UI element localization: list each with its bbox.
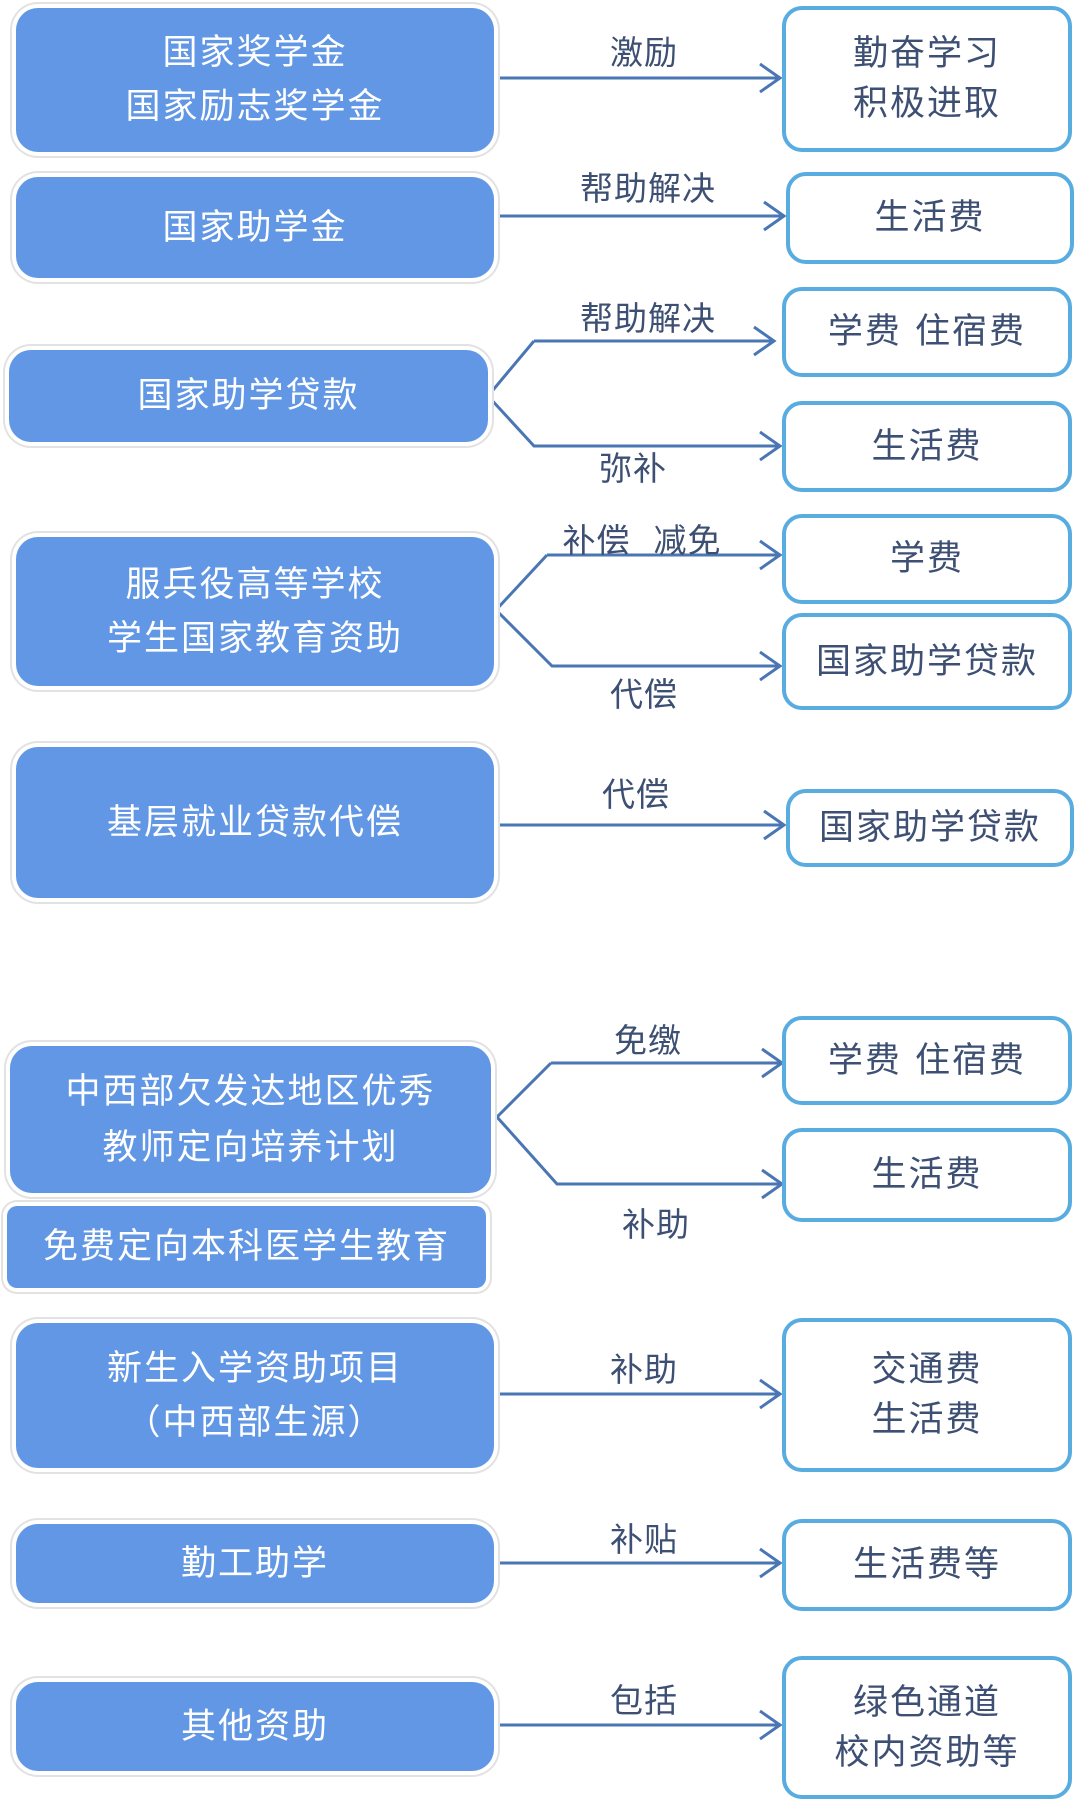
target-box: 国家助学贷款 [782,613,1072,710]
relation-label: 弥补 [599,449,667,488]
relation-label: 补偿 减免 [562,521,722,560]
target-box: 绿色通道校内资助等 [782,1656,1072,1799]
target-text: 绿色通道 [852,1682,1001,1723]
target-text: 生活费 [874,198,986,238]
target-box: 生活费 [782,401,1072,492]
target-text: 勤奋学习 [852,34,1001,74]
arrow-row3 [486,325,783,462]
arrow-row2 [494,200,787,232]
target-text: 国家助学贷款 [818,808,1041,848]
target-text: 学费 住宿费 [827,312,1027,352]
program-name: 服兵役高等学校 [125,564,385,605]
target-text: 国家助学贷款 [815,641,1038,682]
program-name: 其他资助 [180,1706,329,1747]
relation-label: 帮助解决 [580,299,716,338]
relation-label: 免缴 [614,1021,682,1060]
target-text: 学费 住宿费 [827,1040,1027,1081]
target-box: 交通费生活费 [782,1318,1072,1472]
program-box-work-study: 勤工助学 [16,1524,494,1603]
target-box: 学费 [782,514,1072,604]
target-box: 学费 住宿费 [782,1016,1072,1105]
target-text: 生活费 [871,1400,983,1440]
target-text: 积极进取 [852,84,1001,124]
program-box-national-grant: 国家助学金 [16,177,494,278]
program-name: 国家助学金 [162,207,348,248]
program-name: （中西部生源） [125,1402,385,1443]
target-box: 学费 住宿费 [782,287,1072,377]
target-text: 校内资助等 [834,1732,1020,1773]
target-box: 勤奋学习积极进取 [782,6,1072,152]
target-box: 生活费 [786,172,1074,264]
program-name: 基层就业贷款代偿 [106,802,403,843]
target-text: 生活费等 [852,1545,1001,1585]
arrow-row1 [494,62,783,94]
relation-label: 激励 [610,33,678,72]
relation-label: 帮助解决 [580,169,716,208]
program-name: 免费定向本科医学生教育 [42,1227,450,1267]
arrow-row8 [494,1547,783,1579]
target-text: 生活费 [871,1155,983,1195]
arrow-row5 [494,809,787,841]
arrow-row9 [494,1709,783,1741]
target-box: 国家助学贷款 [786,789,1074,867]
target-box: 生活费 [782,1128,1072,1222]
arrow-row4 [493,539,783,682]
program-name: 中西部欠发达地区优秀 [65,1071,436,1112]
target-text: 学费 [889,539,964,579]
relation-label: 代偿 [602,775,670,814]
relation-label: 包括 [610,1681,678,1720]
program-name: 勤工助学 [180,1543,329,1584]
program-box-student-loan: 国家助学贷款 [9,350,488,442]
relation-label: 补助 [622,1205,690,1244]
program-box-teacher-training: 中西部欠发达地区优秀教师定向培养计划 [10,1046,491,1193]
program-name: 国家励志奖学金 [125,87,385,127]
program-name: 国家奖学金 [162,33,348,73]
program-name: 新生入学资助项目 [106,1348,403,1389]
arrow-row6 [494,1047,785,1200]
program-box-national-scholarship: 国家奖学金国家励志奖学金 [16,8,494,152]
arrow-row7 [494,1378,783,1410]
relation-label: 补助 [610,1350,678,1389]
program-name: 学生国家教育资助 [106,618,403,659]
relation-label: 补贴 [610,1520,678,1559]
program-box-other-aid: 其他资助 [16,1682,494,1771]
program-box-grassroots-employment: 基层就业贷款代偿 [16,747,494,898]
program-box-medical-education: 免费定向本科医学生教育 [7,1206,486,1288]
program-name: 国家助学贷款 [137,376,360,416]
program-name: 教师定向培养计划 [102,1127,399,1168]
relation-label: 代偿 [610,675,678,714]
program-box-freshman-aid: 新生入学资助项目 （中西部生源） [16,1323,494,1468]
target-text: 生活费 [871,426,983,467]
target-text: 交通费 [871,1350,983,1390]
program-box-military-service: 服兵役高等学校学生国家教育资助 [16,537,494,686]
target-box: 生活费等 [782,1519,1072,1611]
